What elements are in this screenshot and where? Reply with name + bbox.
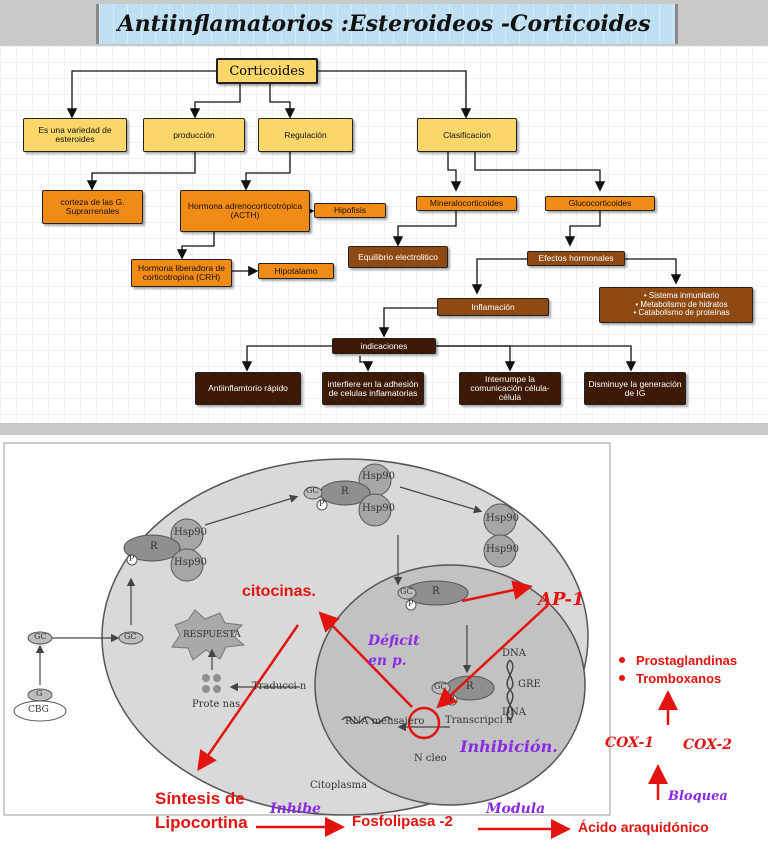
annotation-prostaglandinas: Prostaglandinas: [636, 653, 738, 668]
node-variedad: Es una variedad de esteroides: [23, 118, 127, 152]
label-citoplasma: Citoplasma: [310, 780, 368, 791]
label-r: R: [466, 681, 474, 692]
annotation-tromboxanos: Tromboxanos: [636, 671, 722, 686]
node-efectos: Efectos hormonales: [527, 251, 625, 266]
cell-diagram-panel: Hsp90 Hsp90 R GC P Hsp90 Hsp90 R P Hsp90…: [0, 435, 768, 866]
annotation-sintesis: Síntesis de: [155, 789, 245, 808]
hsp90-top-2: [358, 493, 392, 527]
node-equilibrio: Equilibrio electrolitico: [348, 246, 448, 268]
gc-top: [303, 486, 323, 500]
gc-nuclear: [397, 586, 417, 600]
node-crh: Hormona liberadora de corticotropina (CR…: [131, 259, 232, 287]
page-title: Antiinflamatorios :Esteroideos -Corticoi…: [117, 11, 651, 37]
label-r: R: [150, 541, 158, 552]
title-ribbon: [96, 4, 678, 44]
label-gc: GC: [124, 632, 137, 641]
protein-dot: [202, 685, 210, 693]
label-gre: GRE: [518, 679, 541, 690]
node-indicacion-1: Antiinflamtorio rápido: [195, 372, 301, 405]
panel-separator: [0, 423, 768, 435]
label-gc: GC: [434, 682, 447, 691]
node-hipotalamo: Hipotalamo: [258, 263, 334, 279]
flowchart-connectors: [66, 70, 682, 372]
list-item: • Catabolismo de proteínas: [633, 308, 730, 318]
annotation-ap1: AP-1: [538, 589, 585, 610]
cell-diagram: [3, 442, 678, 839]
label-p: P: [408, 599, 414, 608]
annotation-deficit-1: Déficit: [368, 633, 420, 649]
node-indicacion-2: interfiere en la adhesión de celulas inf…: [322, 372, 424, 405]
node-inflamacion: Inflamación: [437, 298, 549, 316]
annotation-inhibe: Inhibe: [270, 801, 321, 817]
node-glucocorticoides: Glucocorticoides: [545, 196, 655, 211]
label-hsp90: Hsp90: [174, 527, 207, 538]
label-dna: DNA: [502, 707, 526, 718]
cbg-protein: [13, 700, 67, 722]
node-hipofisis: Hipofisis: [314, 203, 386, 218]
label-gc: GC: [34, 632, 47, 641]
label-gc: GC: [400, 587, 413, 596]
list-item: • Sistema inmunitario: [643, 291, 720, 301]
node-corteza: corteza de las G. Suprarrenales: [42, 190, 143, 224]
receptor-left: [123, 534, 181, 562]
label-g: G: [36, 689, 43, 698]
node-produccion: producción: [143, 118, 245, 152]
label-respuesta: RESPUESTA: [183, 630, 241, 640]
p-left: [126, 554, 138, 566]
label-dna: DNA: [502, 648, 526, 659]
label-r: R: [432, 586, 440, 597]
protein-dot: [213, 685, 221, 693]
label-gc: GC: [306, 486, 319, 495]
bullet-dot: [619, 675, 625, 681]
label-rna: RNA mensajero: [345, 716, 425, 727]
annotation-citocinas: citocinas.: [242, 583, 316, 600]
flowchart-panel: Corticoides Es una variedad de esteroide…: [0, 46, 768, 423]
label-hsp90: Hsp90: [486, 544, 519, 555]
bullet-dot: [619, 657, 625, 663]
annotation-cox2: COX-2: [683, 737, 733, 753]
label-hsp90: Hsp90: [362, 503, 395, 514]
annotation-deficit-2: en p.: [368, 653, 407, 669]
mrna-strand: [341, 716, 393, 724]
label-hsp90: Hsp90: [486, 513, 519, 524]
label-p: P: [449, 694, 455, 703]
dna-helix-2: [506, 659, 514, 721]
protein-dot: [202, 674, 210, 682]
annotation-cox1: COX-1: [605, 735, 655, 751]
inhibition-circle: [407, 706, 441, 740]
label-hsp90: Hsp90: [174, 557, 207, 568]
annotation-inhibicion: Inhibición.: [460, 737, 558, 756]
node-clasificacion: Clasificacion: [417, 118, 517, 152]
hsp90-free-2: [483, 534, 517, 568]
annotation-fosfolipasa: Fosfolipasa -2: [352, 813, 453, 830]
respuesta-burst: [171, 609, 246, 661]
node-indicaciones: indicaciones: [332, 338, 436, 354]
efectos-list: • Sistema inmunitario • Metabolismo de h…: [633, 292, 729, 318]
label-transcripcion: Transcripci n: [445, 715, 513, 726]
label-cbg: CBG: [28, 705, 49, 715]
node-corticoides: Corticoides: [216, 58, 318, 84]
node-indicacion-3: Interrumpe la comunicación célula-célula: [459, 372, 561, 405]
label-traduccion: Traducci n: [252, 681, 307, 692]
node-efectos-list: • Sistema inmunitario • Metabolismo de h…: [599, 287, 753, 323]
label-r: R: [341, 486, 349, 497]
annotation-bloquea: Bloquea: [668, 789, 728, 804]
node-acth: Hormona adrenocorticotrópica (ACTH): [180, 190, 310, 232]
node-regulacion: Regulación: [258, 118, 353, 152]
annotation-acido: Ácido araquidónico: [578, 819, 709, 835]
hsp90-left-2: [170, 548, 204, 582]
label-hsp90: Hsp90: [362, 471, 395, 482]
label-p: P: [319, 499, 325, 508]
protein-dot: [213, 674, 221, 682]
annotation-lipocortina: Lipocortina: [155, 813, 248, 832]
annotation-modula: Modula: [486, 801, 546, 817]
label-nucleo: N cleo: [414, 753, 447, 764]
node-indicacion-4: Disminuye la generación de IG: [584, 372, 686, 405]
node-mineralocorticoides: Mineralocorticoides: [416, 196, 517, 211]
label-proteinas: Prote nas: [192, 699, 241, 710]
p-nuclear: [405, 599, 417, 611]
label-p: P: [129, 554, 135, 563]
list-item: • Metabolismo de hidratos: [635, 299, 728, 309]
p-top: [316, 499, 328, 511]
